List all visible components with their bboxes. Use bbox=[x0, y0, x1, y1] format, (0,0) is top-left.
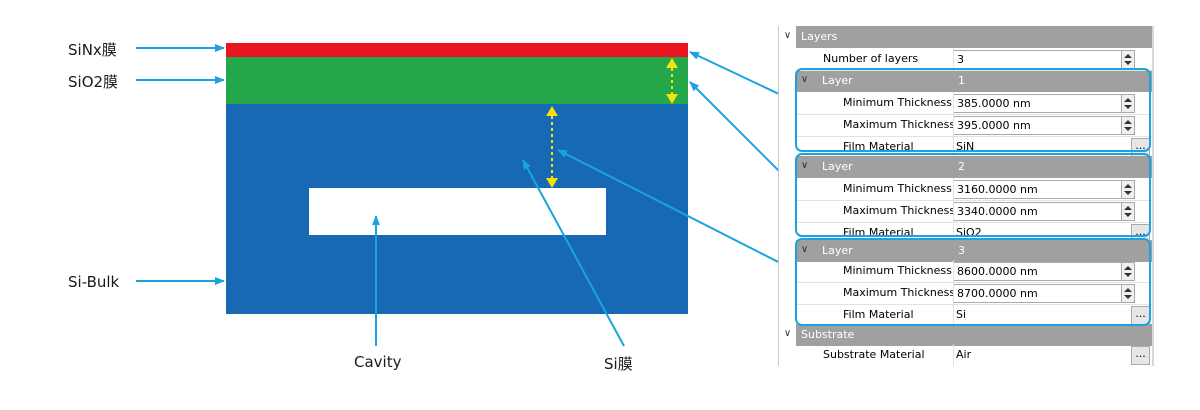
layer-1-material-browse-button[interactable]: ... bbox=[1131, 138, 1150, 157]
row-separator bbox=[796, 114, 1153, 115]
layer-1-min-row: Minimum Thickness 385.0000 nm bbox=[779, 92, 1153, 114]
layer-1-header-label: Layer bbox=[822, 74, 853, 87]
layer-1-min-spinner[interactable] bbox=[1121, 95, 1134, 112]
layer-3-min-thickness-field[interactable]: 8600.0000 nm bbox=[953, 262, 1135, 281]
number-of-layers-label: Number of layers bbox=[823, 52, 919, 65]
layer-property-grid: ∨ Layers Number of layers 3 ∨ Layer 1 Mi… bbox=[778, 26, 1153, 366]
sio2-layer bbox=[226, 57, 688, 104]
layer-1-max-thickness-field[interactable]: 395.0000 nm bbox=[953, 116, 1135, 135]
layer-2-material-label: Film Material bbox=[843, 226, 914, 239]
layer-3-max-spinner[interactable] bbox=[1121, 285, 1134, 302]
substrate-material-value: Air bbox=[956, 348, 972, 361]
layers-category-row[interactable]: ∨ Layers bbox=[779, 26, 1153, 48]
layer-1-max-label: Maximum Thickness bbox=[843, 118, 956, 131]
layer-2-material-value: SiO2 bbox=[956, 226, 982, 239]
layer-2-min-thickness-field[interactable]: 3160.0000 nm bbox=[953, 180, 1135, 199]
layer-3-material-value: Si bbox=[956, 308, 967, 321]
sinx-label: SiNx膜 bbox=[68, 41, 117, 59]
layer-1-material-label: Film Material bbox=[843, 140, 914, 153]
layer-1-index: 1 bbox=[958, 74, 965, 87]
si-bulk-label: Si-Bulk bbox=[68, 273, 120, 291]
column-separator bbox=[953, 92, 954, 156]
substrate-material-row: Substrate Material Air ... bbox=[779, 344, 1153, 366]
row-separator bbox=[796, 304, 1153, 305]
layer-2-max-row: Maximum Thickness 3340.0000 nm bbox=[779, 200, 1153, 222]
layer-2-min-label: Minimum Thickness bbox=[843, 182, 952, 195]
layer-3-material-label: Film Material bbox=[843, 308, 914, 321]
row-separator bbox=[796, 200, 1153, 201]
substrate-material-browse-button[interactable]: ... bbox=[1131, 346, 1150, 365]
layer-3-material-browse-button[interactable]: ... bbox=[1131, 306, 1150, 325]
substrate-category-label: Substrate bbox=[801, 328, 855, 341]
row-separator bbox=[796, 70, 1153, 71]
layer-3-header[interactable]: ∨ Layer 3 bbox=[796, 240, 1153, 262]
chevron-down-icon[interactable]: ∨ bbox=[800, 160, 809, 171]
chevron-down-icon[interactable]: ∨ bbox=[800, 244, 809, 255]
layer-1-material-row: Film Material SiN ... bbox=[779, 136, 1153, 158]
layer-3-material-row: Film Material Si ... bbox=[779, 304, 1153, 326]
layer-2-header-label: Layer bbox=[822, 160, 853, 173]
layer-1-max-spinner[interactable] bbox=[1121, 117, 1134, 134]
layer-1-material-value: SiN bbox=[956, 140, 975, 153]
layer-2-index: 2 bbox=[958, 160, 965, 173]
column-separator bbox=[953, 344, 954, 366]
number-of-layers-field[interactable]: 3 bbox=[953, 50, 1135, 69]
column-separator bbox=[953, 178, 954, 240]
layer-3-max-thickness-field[interactable]: 8700.0000 nm bbox=[953, 284, 1135, 303]
column-separator bbox=[953, 260, 954, 324]
row-separator bbox=[796, 136, 1153, 137]
si-film-label: Si膜 bbox=[604, 355, 633, 373]
number-of-layers-row: Number of layers 3 bbox=[779, 48, 1153, 70]
property-grid-scroll-edge bbox=[1152, 26, 1154, 366]
layer-2-max-thickness-field[interactable]: 3340.0000 nm bbox=[953, 202, 1135, 221]
layer-1-header[interactable]: ∨ Layer 1 bbox=[796, 70, 1153, 92]
layer-2-min-row: Minimum Thickness 3160.0000 nm bbox=[779, 178, 1153, 200]
layer-2-min-spinner[interactable] bbox=[1121, 181, 1134, 198]
layer-3-header-label: Layer bbox=[822, 244, 853, 257]
substrate-material-label: Substrate Material bbox=[823, 348, 925, 361]
chevron-down-icon[interactable]: ∨ bbox=[783, 328, 792, 339]
cavity-label: Cavity bbox=[354, 353, 402, 371]
row-separator bbox=[796, 282, 1153, 283]
layer-1-min-thickness-field[interactable]: 385.0000 nm bbox=[953, 94, 1135, 113]
row-separator bbox=[796, 222, 1153, 223]
sinx-layer bbox=[226, 43, 688, 57]
layer-3-index: 3 bbox=[958, 244, 965, 257]
number-of-layers-spinner[interactable] bbox=[1121, 51, 1134, 68]
layer-3-min-spinner[interactable] bbox=[1121, 263, 1134, 280]
chevron-down-icon[interactable]: ∨ bbox=[800, 74, 809, 85]
layer-2-header[interactable]: ∨ Layer 2 bbox=[796, 156, 1153, 178]
substrate-category-row[interactable]: ∨ Substrate bbox=[779, 324, 1153, 346]
column-separator bbox=[953, 48, 954, 70]
cavity-region bbox=[309, 188, 606, 235]
layer-1-min-label: Minimum Thickness bbox=[843, 96, 952, 109]
layer-3-min-row: Minimum Thickness 8600.0000 nm bbox=[779, 260, 1153, 282]
layers-category-label: Layers bbox=[801, 30, 838, 43]
sio2-label: SiO2膜 bbox=[68, 73, 119, 91]
layer-2-max-label: Maximum Thickness bbox=[843, 204, 956, 217]
layer-3-min-label: Minimum Thickness bbox=[843, 264, 952, 277]
layer-3-max-row: Maximum Thickness 8700.0000 nm bbox=[779, 282, 1153, 304]
layer-2-max-spinner[interactable] bbox=[1121, 203, 1134, 220]
chevron-down-icon[interactable]: ∨ bbox=[783, 30, 792, 41]
layer-1-max-row: Maximum Thickness 395.0000 nm bbox=[779, 114, 1153, 136]
layer-3-max-label: Maximum Thickness bbox=[843, 286, 956, 299]
